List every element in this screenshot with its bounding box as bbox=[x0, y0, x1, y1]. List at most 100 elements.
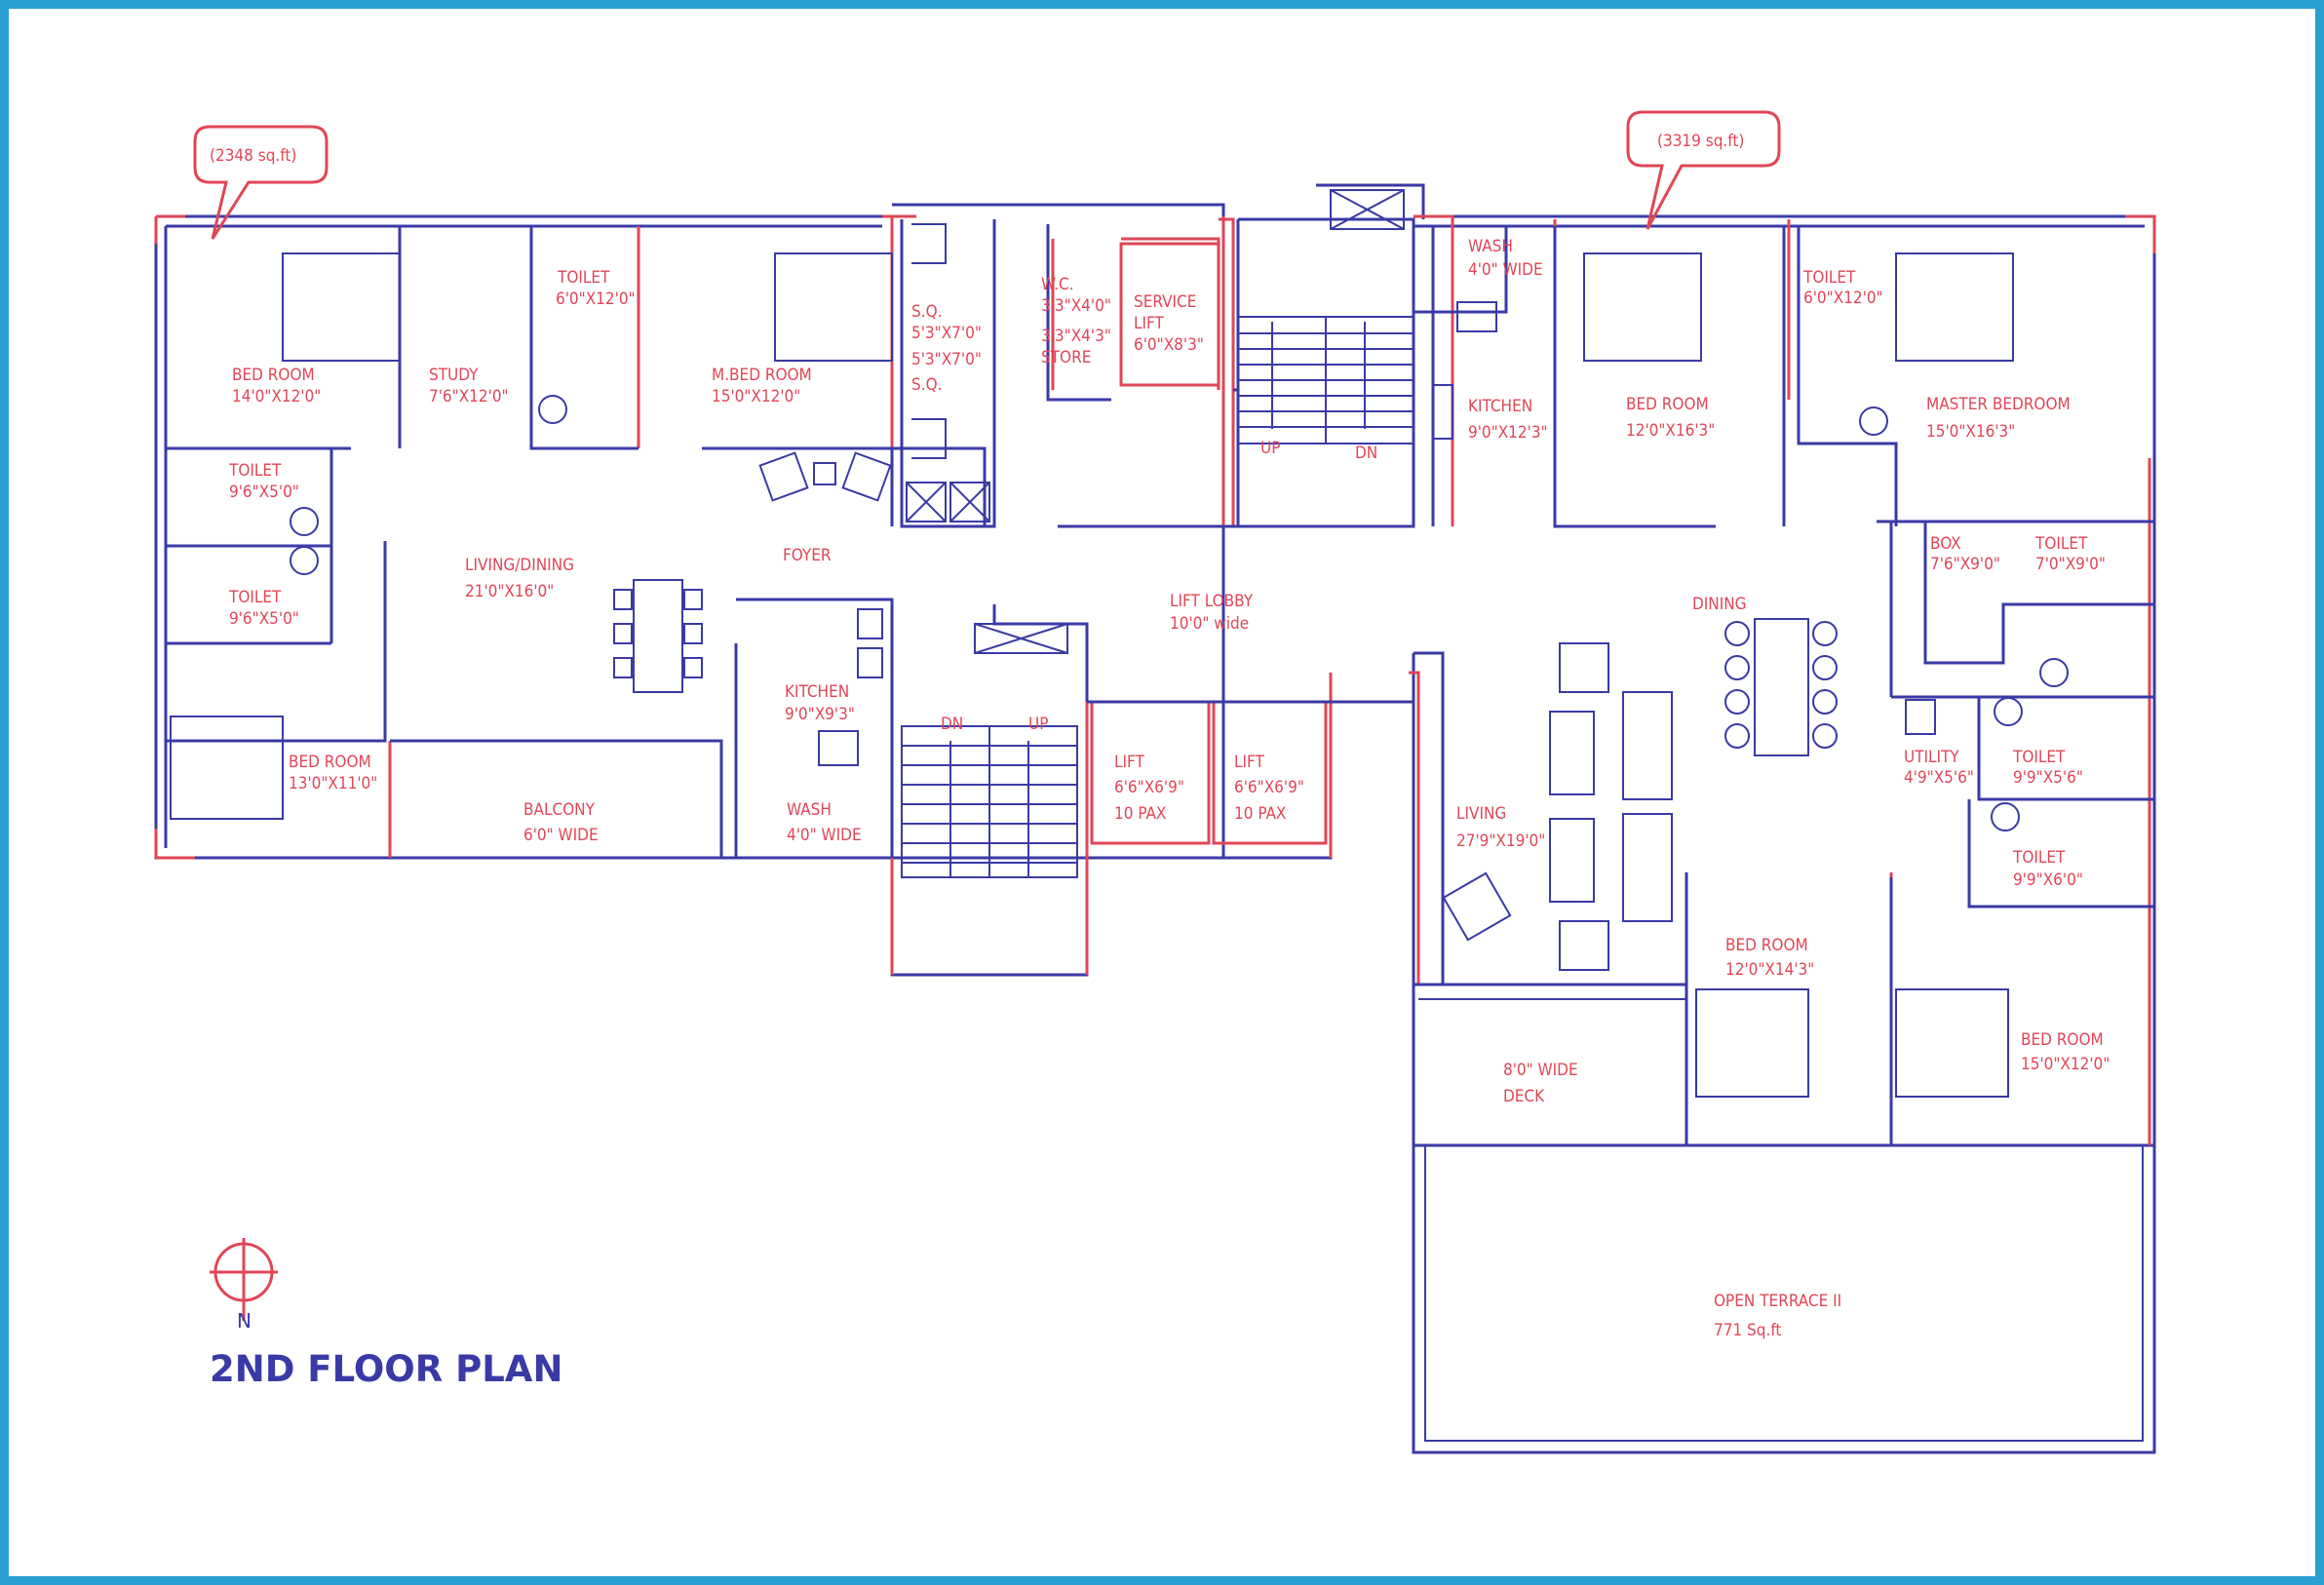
lift-1-name: LIFT bbox=[1114, 753, 1145, 772]
room-store-size: 3'3"X4'3" bbox=[1041, 327, 1111, 346]
room-toilet-2-name: TOILET bbox=[228, 461, 282, 481]
lift-lobby-name: LIFT LOBBY bbox=[1170, 592, 1254, 611]
room-utility-size: 4'9"X5'6" bbox=[1904, 768, 1974, 788]
room-bedroom-2-size: 13'0"X11'0" bbox=[289, 774, 377, 793]
room-wc-size: 3'3"X4'0" bbox=[1041, 296, 1111, 316]
beds bbox=[170, 252, 2014, 1098]
callout-text: (2348 sq.ft) (3319 sq.ft) bbox=[210, 132, 1744, 166]
room-toilet-5-size: 7'0"X9'0" bbox=[2035, 555, 2106, 574]
room-service-lift-name: SERVICE bbox=[1134, 292, 1196, 312]
area-right: (3319 sq.ft) bbox=[1657, 132, 1744, 151]
room-toilet-6-size: 9'9"X5'6" bbox=[2013, 768, 2083, 788]
room-kitchen-2-name: KITCHEN bbox=[1468, 397, 1532, 416]
room-toilet-7-name: TOILET bbox=[2012, 848, 2066, 868]
room-store-name: STORE bbox=[1041, 348, 1091, 367]
room-toilet-5-name: TOILET bbox=[2034, 534, 2088, 554]
room-box-size: 7'6"X9'0" bbox=[1930, 555, 2000, 574]
room-dining-name: DINING bbox=[1692, 595, 1747, 614]
room-study-name: STUDY bbox=[429, 366, 479, 385]
interior-walls bbox=[164, 217, 2154, 1145]
room-wc-name: W.C. bbox=[1041, 275, 1074, 294]
sq-storage bbox=[906, 223, 990, 522]
room-kitchen-2-size: 9'0"X12'3" bbox=[1468, 423, 1548, 443]
room-bedroom-2-name: BED ROOM bbox=[289, 753, 371, 772]
room-service-lift-size: 6'0"X8'3" bbox=[1134, 335, 1204, 355]
room-sq-2-name: S.Q. bbox=[911, 375, 942, 395]
room-toilet-1-size: 6'0"X12'0" bbox=[556, 290, 636, 309]
room-master-bedroom-size: 15'0"X16'3" bbox=[1926, 422, 2015, 442]
room-mbedroom-size: 15'0"X12'0" bbox=[712, 387, 800, 406]
room-kitchen-1-size: 9'0"X9'3" bbox=[785, 705, 855, 724]
room-toilet-3-name: TOILET bbox=[228, 588, 282, 607]
room-kitchen-1-name: KITCHEN bbox=[785, 682, 849, 702]
room-bedroom-4-size: 12'0"X14'3" bbox=[1725, 960, 1814, 980]
room-study-size: 7'6"X12'0" bbox=[429, 387, 509, 406]
room-toilet-7-size: 9'9"X6'0" bbox=[2013, 870, 2083, 890]
stair-1 bbox=[1237, 189, 1414, 445]
lift-2-name: LIFT bbox=[1234, 753, 1265, 772]
lift-1-pax: 10 PAX bbox=[1114, 804, 1166, 824]
room-mbedroom-name: M.BED ROOM bbox=[712, 366, 812, 385]
stair-2-dn: DN bbox=[941, 715, 963, 734]
area-callouts bbox=[193, 110, 1781, 240]
room-wash-1-size: 4'0" WIDE bbox=[787, 826, 862, 845]
room-bedroom-5-name: BED ROOM bbox=[2021, 1030, 2104, 1050]
room-living-name: LIVING bbox=[1456, 804, 1506, 824]
room-toilet-1-name: TOILET bbox=[557, 268, 610, 288]
room-toilet-2-size: 9'6"X5'0" bbox=[229, 483, 299, 502]
room-toilet-4-size: 6'0"X12'0" bbox=[1803, 289, 1883, 308]
north-label: N bbox=[237, 1309, 252, 1333]
dining-table-right bbox=[1724, 618, 1838, 756]
room-deck-name: 8'0" WIDE bbox=[1503, 1061, 1578, 1080]
stair-1-up: UP bbox=[1260, 439, 1280, 458]
open-terrace-size: 771 Sq.ft bbox=[1714, 1321, 1781, 1340]
room-balcony-size: 6'0" WIDE bbox=[523, 826, 599, 845]
room-living-dining-name: LIVING/DINING bbox=[465, 556, 574, 575]
room-toilet-6-name: TOILET bbox=[2012, 748, 2066, 767]
room-toilet-3-size: 9'6"X5'0" bbox=[229, 609, 299, 629]
room-bedroom-5-size: 15'0"X12'0" bbox=[2021, 1055, 2110, 1074]
room-wash-1-name: WASH bbox=[787, 800, 832, 820]
dining-table-left bbox=[613, 579, 703, 693]
room-master-bedroom-name: MASTER BEDROOM bbox=[1926, 395, 2071, 414]
open-terrace-boundary bbox=[1412, 1145, 2156, 1454]
room-bedroom-1-size: 14'0"X12'0" bbox=[232, 387, 321, 406]
room-sq-1-size: 5'3"X7'0" bbox=[911, 324, 982, 343]
room-utility-name: UTILITY bbox=[1904, 748, 1959, 767]
room-box-name: BOX bbox=[1930, 534, 1961, 554]
room-bedroom-3-size: 12'0"X16'3" bbox=[1626, 421, 1715, 441]
room-foyer-name: FOYER bbox=[783, 546, 832, 565]
room-bedroom-4-name: BED ROOM bbox=[1725, 936, 1808, 955]
stair-2 bbox=[901, 623, 1078, 878]
room-bedroom-1-name: BED ROOM bbox=[232, 366, 315, 385]
room-living-dining-size: 21'0"X16'0" bbox=[465, 582, 554, 601]
room-deck-name2: DECK bbox=[1503, 1087, 1545, 1106]
lift-1-size: 6'6"X6'9" bbox=[1114, 778, 1184, 797]
area-left: (2348 sq.ft) bbox=[210, 146, 296, 166]
lift-2-pax: 10 PAX bbox=[1234, 804, 1286, 824]
lift-2-size: 6'6"X6'9" bbox=[1234, 778, 1304, 797]
toilet-fixtures bbox=[290, 395, 2069, 831]
room-balcony-name: BALCONY bbox=[523, 800, 596, 820]
north-arrow bbox=[210, 1238, 278, 1321]
living-sofas bbox=[1442, 642, 1673, 971]
stair-2-up: UP bbox=[1028, 715, 1048, 734]
stair-1-dn: DN bbox=[1355, 444, 1377, 463]
plan-title: 2ND FLOOR PLAN bbox=[210, 1348, 562, 1390]
room-sq-2-size: 5'3"X7'0" bbox=[911, 350, 982, 369]
open-terrace-name: OPEN TERRACE II bbox=[1714, 1292, 1841, 1311]
room-service-lift-name2: LIFT bbox=[1134, 314, 1165, 333]
room-toilet-4-name: TOILET bbox=[1802, 268, 1856, 288]
room-wash-2-size: 4'0" WIDE bbox=[1468, 260, 1543, 280]
foyer-chairs bbox=[758, 451, 892, 502]
room-wash-2-name: WASH bbox=[1468, 237, 1513, 256]
kitchen-fixtures bbox=[818, 301, 1497, 766]
room-bedroom-3-name: BED ROOM bbox=[1626, 395, 1709, 414]
room-sq-1-name: S.Q. bbox=[911, 302, 942, 322]
room-living-size: 27'9"X19'0" bbox=[1456, 831, 1545, 851]
lift-lobby-size: 10'0" wide bbox=[1170, 614, 1249, 634]
room-labels: BED ROOM 14'0"X12'0" STUDY 7'6"X12'0" TO… bbox=[228, 237, 2110, 1340]
red-wall-markers bbox=[154, 214, 2156, 1145]
